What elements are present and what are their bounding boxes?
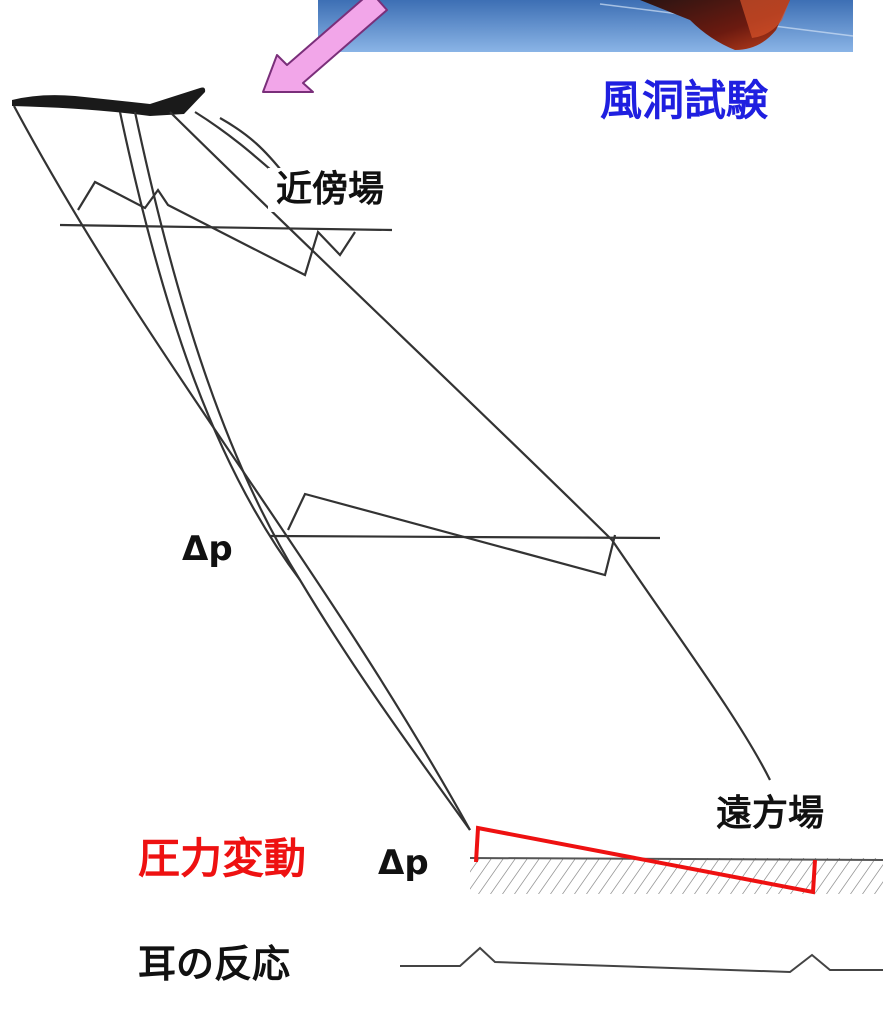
pressure-change-label: 圧力変動 — [138, 834, 307, 883]
ear-response-trace — [400, 946, 883, 974]
far-field-ground — [469, 857, 883, 894]
near-field-profile — [59, 180, 393, 277]
pink-arrow-icon — [262, 0, 388, 93]
pressure-signature — [474, 825, 817, 895]
aircraft-silhouette-icon — [12, 87, 206, 116]
mid-field-profile — [269, 492, 661, 577]
shock-waves — [13, 105, 771, 831]
far-field-label: 遠方場 — [710, 792, 831, 836]
wind-tunnel-label: 風洞試験 — [600, 76, 769, 125]
ear-response-label: 耳の反応 — [138, 942, 291, 986]
delta-p-label-upper: Δp — [182, 529, 233, 569]
wind-tunnel-photo — [318, 0, 854, 52]
delta-p-label-lower: Δp — [378, 843, 429, 883]
near-field-label: 近傍場 — [268, 168, 393, 212]
